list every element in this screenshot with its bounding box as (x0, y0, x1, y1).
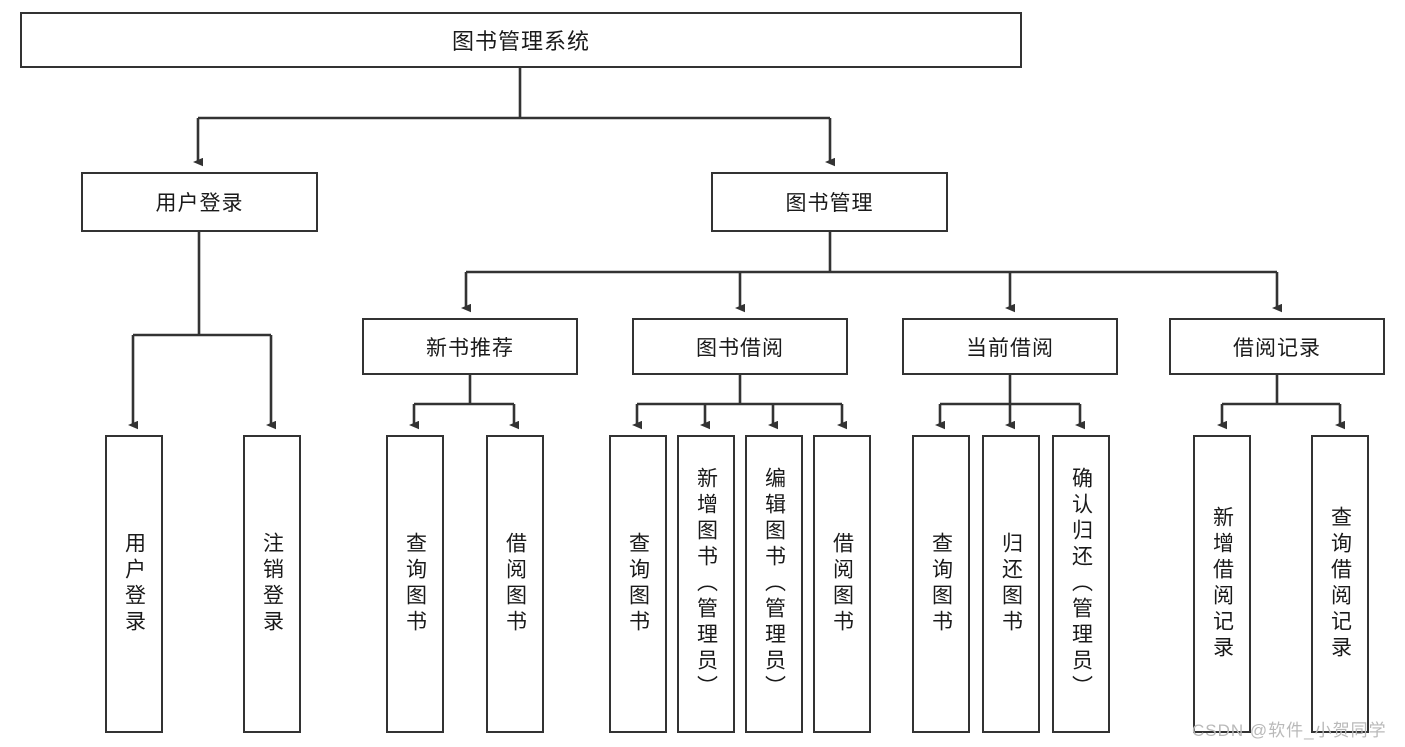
node-new-book-recommend[interactable]: 新书推荐 (362, 318, 578, 375)
node-book-borrow[interactable]: 图书借阅 (632, 318, 848, 375)
leaf-borrow-add-book-admin[interactable]: 新增图书（管理员） (677, 435, 735, 733)
leaf-user-login-signin[interactable]: 用户登录 (105, 435, 163, 733)
leaf-borrow-borrow-book[interactable]: 借阅图书 (813, 435, 871, 733)
node-label: 借阅图书 (830, 532, 854, 636)
leaf-current-query-book[interactable]: 查询图书 (912, 435, 970, 733)
leaf-recommend-query-book[interactable]: 查询图书 (386, 435, 444, 733)
node-label: 编辑图书（管理员） (762, 467, 786, 701)
node-label: 新增借阅记录 (1210, 506, 1234, 662)
node-label: 用户登录 (155, 192, 244, 215)
node-label: 查询图书 (929, 532, 953, 636)
node-label: 确认归还（管理员） (1069, 467, 1093, 701)
leaf-recommend-borrow-book[interactable]: 借阅图书 (486, 435, 544, 733)
node-label: 归还图书 (999, 532, 1023, 636)
node-label: 注销登录 (260, 532, 284, 636)
node-label: 查询图书 (626, 532, 650, 636)
leaf-record-add-borrow-record[interactable]: 新增借阅记录 (1193, 435, 1251, 733)
node-user-login[interactable]: 用户登录 (81, 172, 318, 232)
node-borrow-record[interactable]: 借阅记录 (1169, 318, 1385, 375)
node-label: 图书借阅 (696, 336, 784, 360)
leaf-current-return-book[interactable]: 归还图书 (982, 435, 1040, 733)
node-root-system[interactable]: 图书管理系统 (20, 12, 1022, 68)
node-current-borrow[interactable]: 当前借阅 (902, 318, 1118, 375)
node-label: 用户登录 (122, 532, 146, 636)
node-label: 查询借阅记录 (1328, 506, 1352, 662)
node-label: 图书管理系统 (451, 29, 590, 54)
node-label: 查询图书 (403, 532, 427, 636)
node-book-management[interactable]: 图书管理 (711, 172, 948, 232)
node-label: 借阅记录 (1233, 336, 1321, 360)
node-label: 图书管理 (785, 192, 874, 215)
node-label: 新增图书（管理员） (694, 467, 718, 701)
node-label: 借阅图书 (503, 532, 527, 636)
csdn-watermark: CSDN @软件_小贺同学 (1192, 721, 1387, 740)
leaf-borrow-query-book[interactable]: 查询图书 (609, 435, 667, 733)
node-label: 当前借阅 (966, 336, 1054, 360)
leaf-current-confirm-return-admin[interactable]: 确认归还（管理员） (1052, 435, 1110, 733)
leaf-record-query-borrow-record[interactable]: 查询借阅记录 (1311, 435, 1369, 733)
leaf-borrow-edit-book-admin[interactable]: 编辑图书（管理员） (745, 435, 803, 733)
leaf-user-login-signout[interactable]: 注销登录 (243, 435, 301, 733)
node-label: 新书推荐 (426, 336, 514, 360)
